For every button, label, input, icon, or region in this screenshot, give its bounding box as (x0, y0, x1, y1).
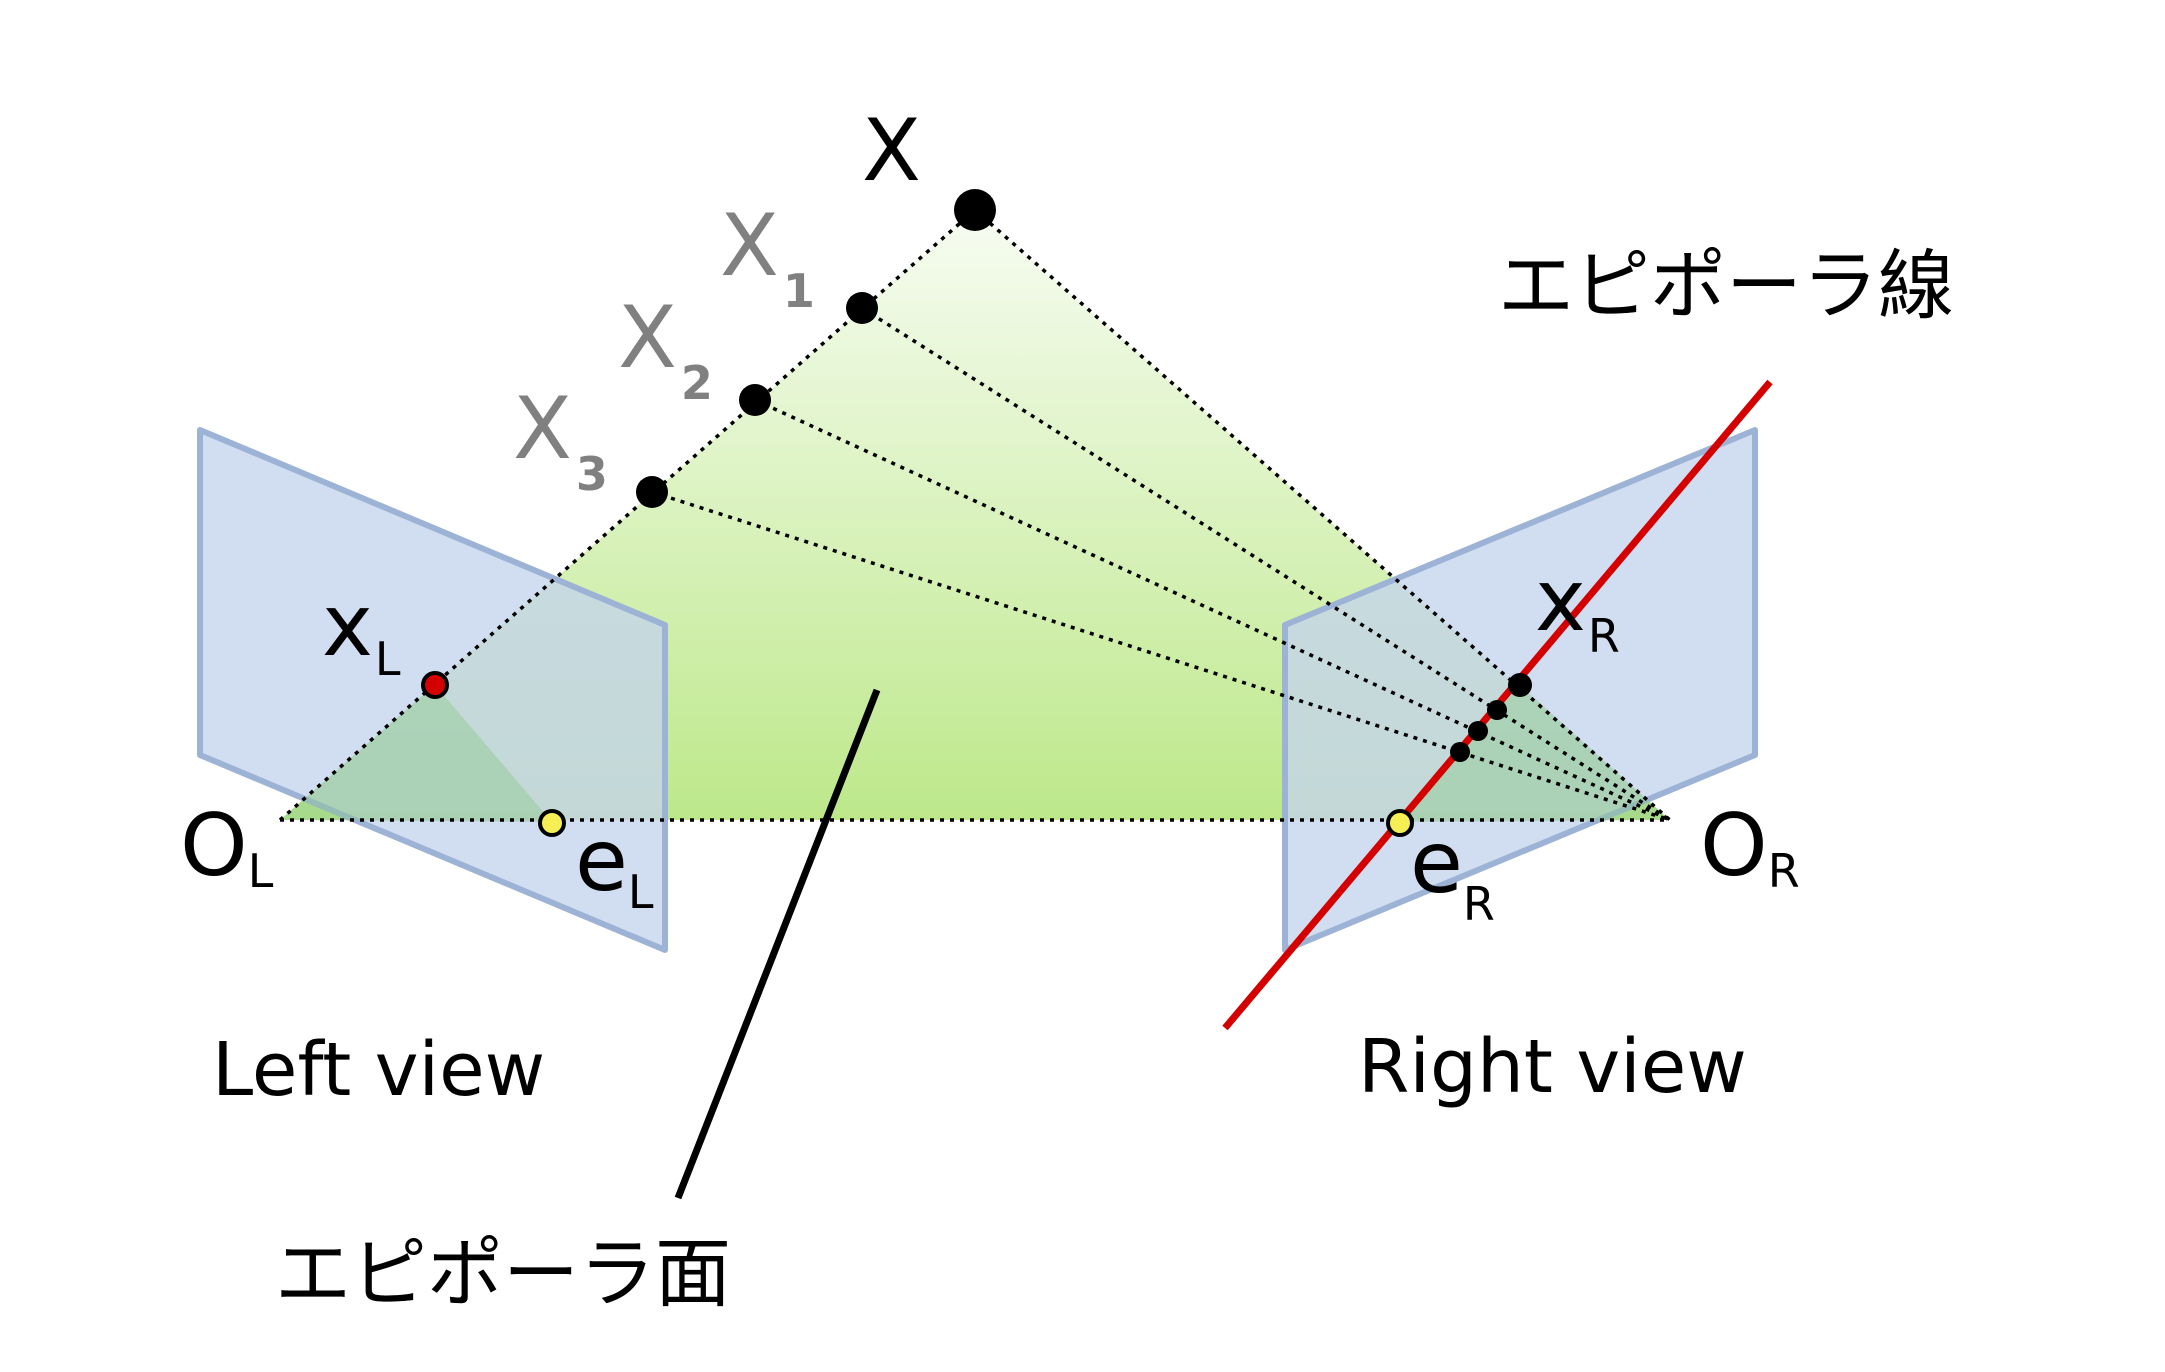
ray-x-right (973, 208, 1672, 822)
plane-leader-line (674, 688, 881, 1200)
label-x2: X2 (618, 288, 713, 410)
label-xr: xR (1535, 551, 1620, 663)
label-left-view: Left view (212, 1027, 545, 1113)
label-x: X (862, 101, 921, 201)
label-x3: X3 (513, 379, 608, 501)
epipole-left (538, 809, 566, 837)
epipole-right (1386, 809, 1414, 837)
label-epipolar-line: エピポーラ線 (1498, 241, 1954, 330)
point-xr (1508, 673, 1532, 697)
point-xr-3 (1450, 742, 1470, 762)
point-x2 (739, 384, 771, 416)
label-er: eR (1410, 813, 1495, 931)
left-plane-inner-triangle (280, 685, 552, 822)
point-x3 (636, 476, 668, 508)
label-ol: OL (180, 796, 274, 898)
label-or: OR (1700, 796, 1800, 898)
point-xr-2 (1468, 721, 1488, 741)
ray-x2-right (754, 398, 1671, 822)
label-right-view: Right view (1358, 1024, 1747, 1110)
label-xl: xL (322, 576, 401, 686)
ray-x3-right (651, 490, 1671, 822)
point-x (954, 189, 996, 231)
point-xl (421, 671, 449, 699)
point-xr-1 (1487, 700, 1507, 720)
point-x1 (846, 292, 878, 324)
label-el: eL (575, 811, 654, 919)
label-x1: X1 (720, 196, 815, 318)
label-epipolar-plane: エピポーラ面 (275, 1229, 731, 1318)
